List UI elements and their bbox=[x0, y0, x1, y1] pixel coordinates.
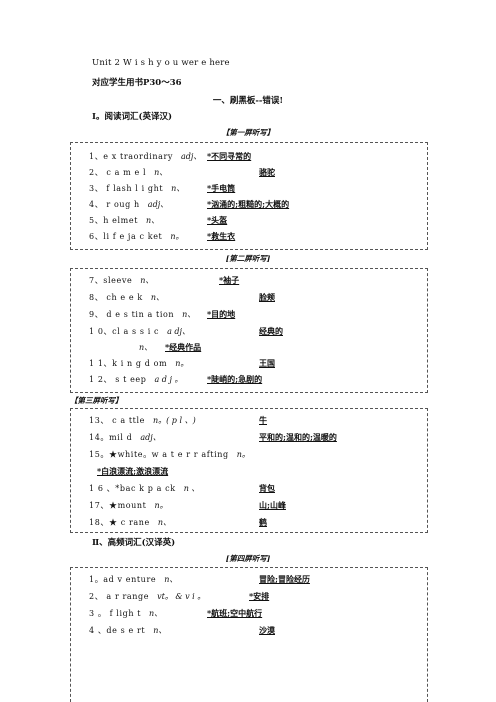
vocab-row: n、*经典作品 bbox=[139, 342, 202, 352]
unit-title: Unit 2 W i s h y o u wer e here bbox=[92, 58, 230, 68]
section-title: 一、刷黑板--错误! bbox=[212, 96, 284, 106]
sheet-label-1: 【第一屏听写】 bbox=[221, 128, 275, 137]
high-freq-vocab-subtitle: Ⅱ、高频词汇(汉译英) bbox=[92, 538, 176, 548]
sheet-label-2: [第二屏听写] bbox=[225, 254, 271, 263]
vocab-row: *白浪漂流;激浪漂流 bbox=[97, 466, 169, 476]
book-reference: 对应学生用书P30～36 bbox=[92, 78, 182, 88]
sheet-label-4: [第四屏听写] bbox=[225, 554, 271, 563]
sheet-label-3: 【第三屏听写】 bbox=[70, 396, 123, 405]
reading-vocab-subtitle: Ⅰ。阅读词汇(英译汉) bbox=[92, 112, 173, 122]
